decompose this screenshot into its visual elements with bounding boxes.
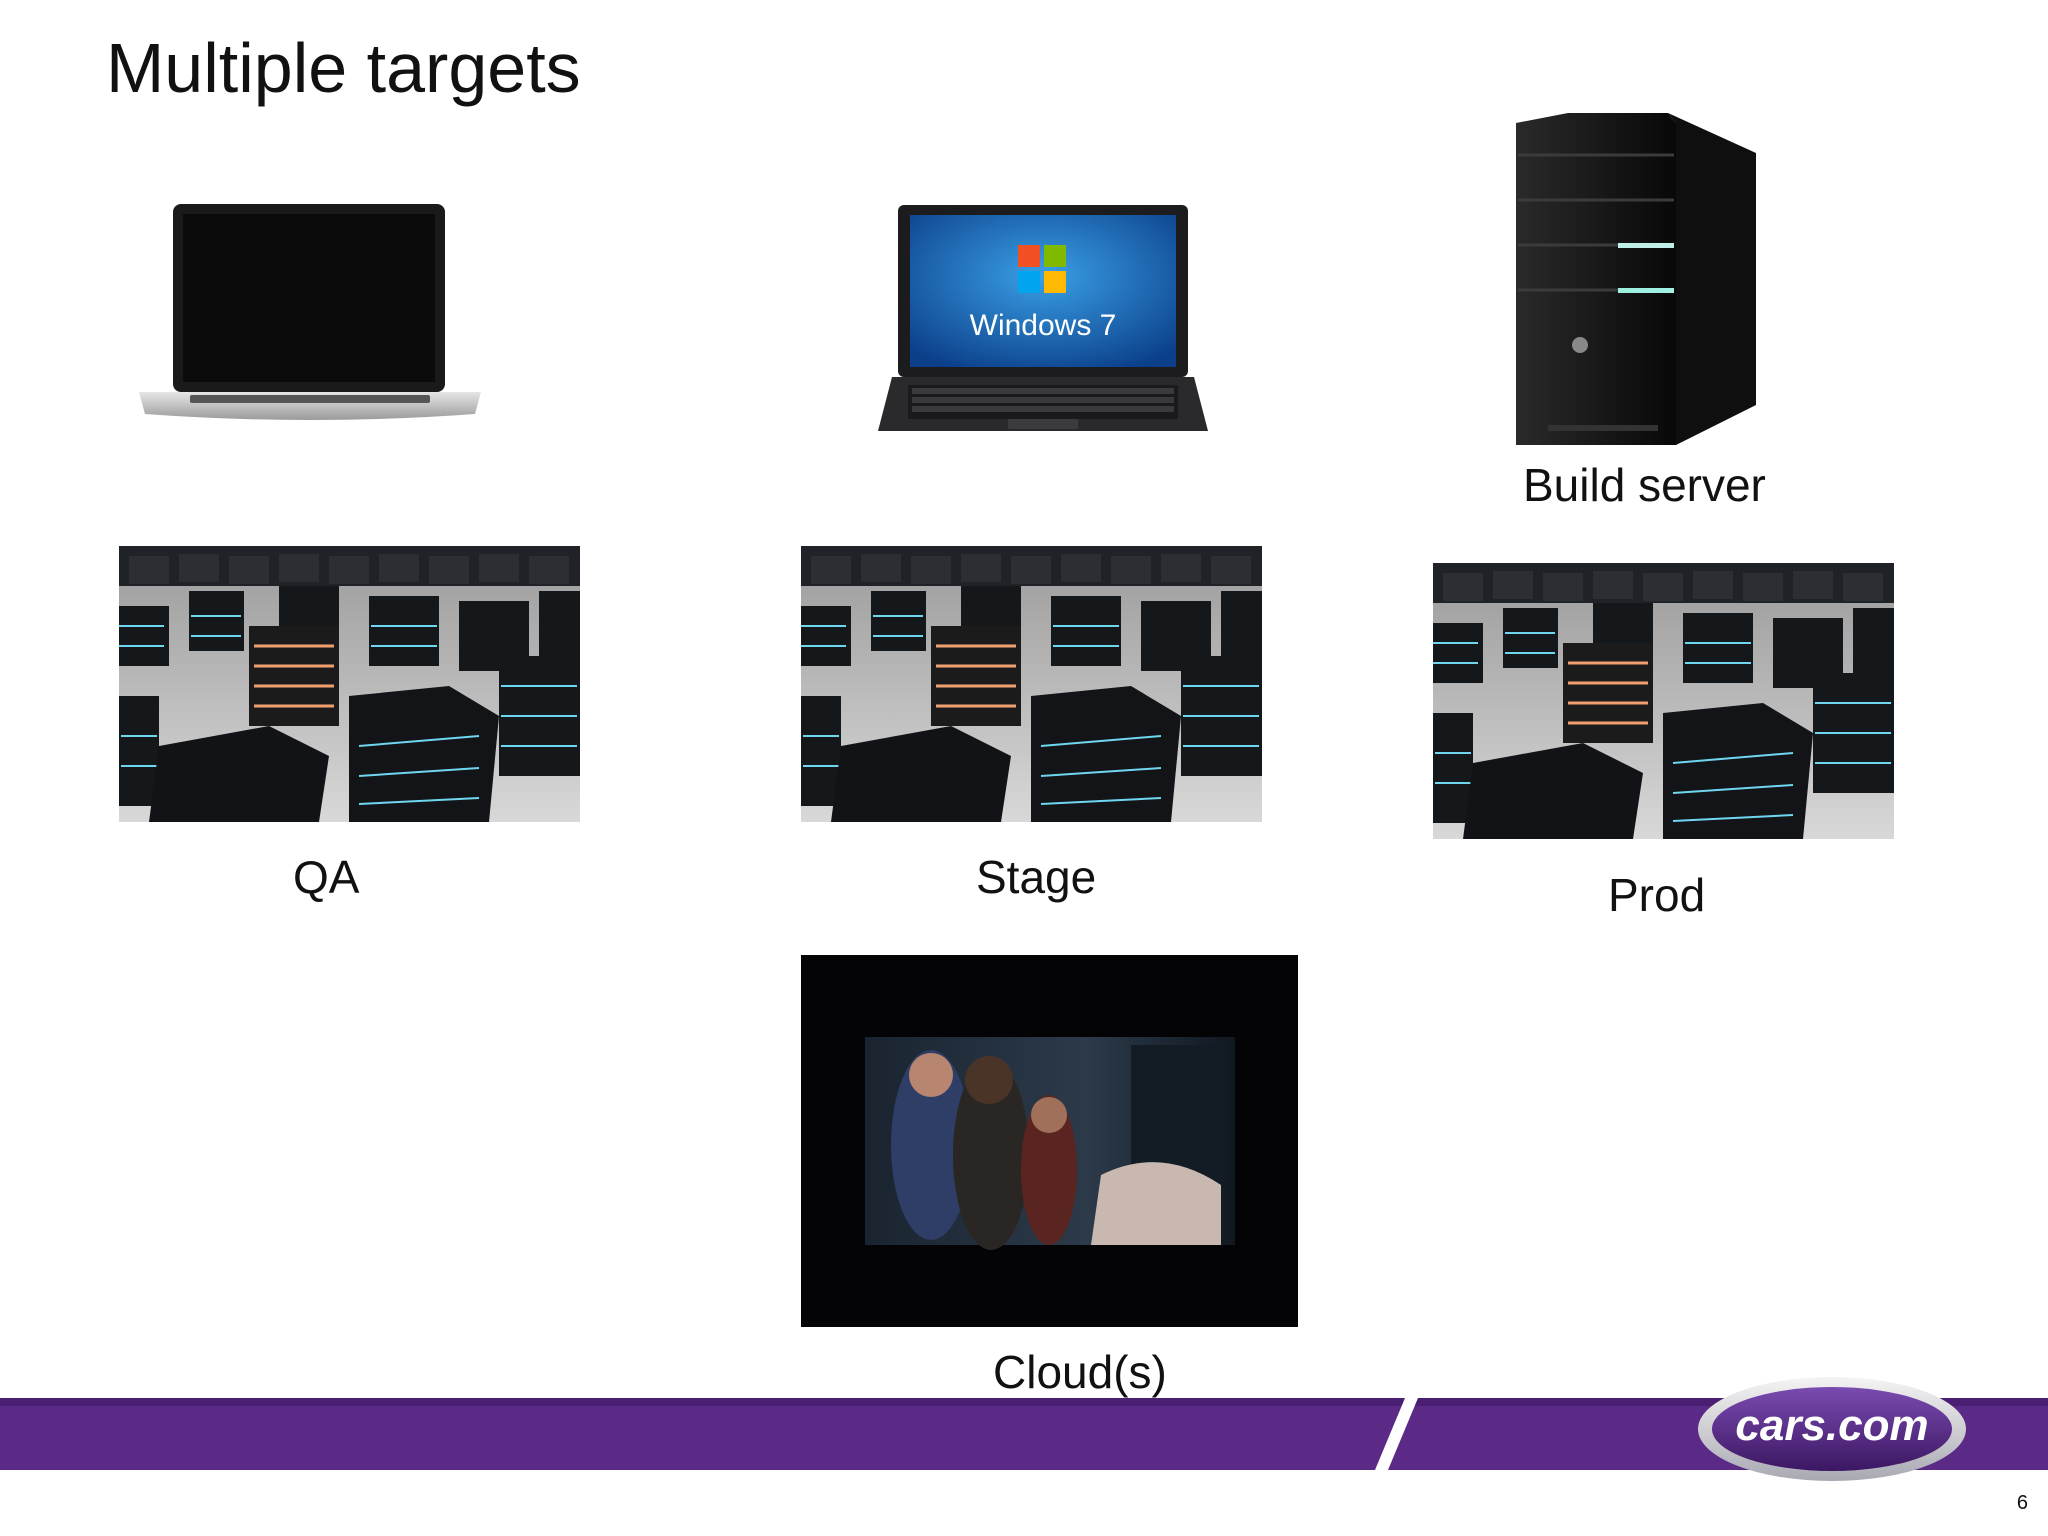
laptop-windows-icon: Windows 7 xyxy=(878,205,1208,431)
tower-server-icon xyxy=(1516,113,1756,445)
server-field-image-prod xyxy=(1433,563,1894,839)
server-field-image-stage xyxy=(801,546,1262,822)
caption-clouds: Cloud(s) xyxy=(993,1346,1167,1398)
cars-com-logo: cars.com xyxy=(1694,1373,1970,1485)
video-frame xyxy=(865,1037,1235,1250)
laptop-mac-icon xyxy=(139,204,481,420)
slide-title: Multiple targets xyxy=(106,29,581,107)
caption-qa: QA xyxy=(293,851,360,903)
windows-screen-text: Windows 7 xyxy=(970,309,1117,342)
logo-text: cars.com xyxy=(1735,1401,1929,1450)
caption-build-server: Build server xyxy=(1523,459,1766,511)
page-number: 6 xyxy=(2016,1492,2028,1514)
server-field-image-qa xyxy=(119,546,580,822)
caption-stage: Stage xyxy=(976,851,1097,903)
video-still-image xyxy=(801,955,1298,1327)
caption-prod: Prod xyxy=(1608,869,1706,921)
